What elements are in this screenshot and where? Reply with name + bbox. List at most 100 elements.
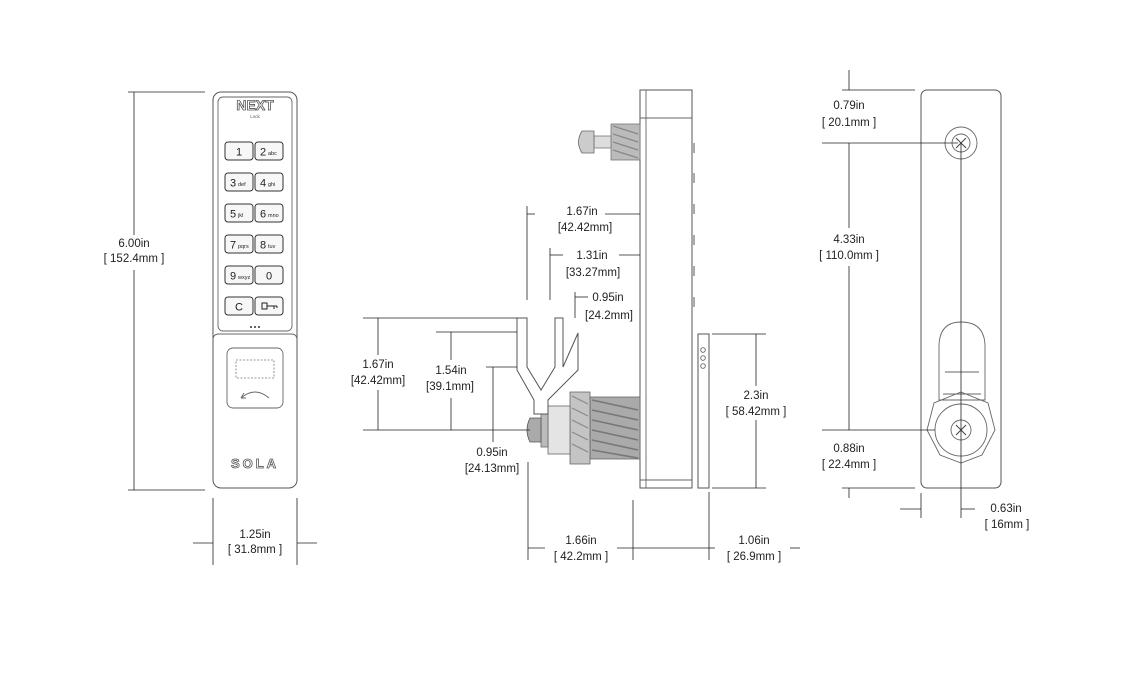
side-d2-in: 1.31in <box>576 250 607 262</box>
key-sublabel: jkl <box>237 213 243 219</box>
key-cap <box>224 203 254 223</box>
key-cap <box>224 172 254 192</box>
side-d8-in: 1.66in <box>565 535 596 547</box>
key-cap <box>254 203 284 223</box>
swipe-arrow-icon <box>240 391 270 399</box>
bottom-logo: SOLA <box>231 456 279 471</box>
key-label: 3 <box>230 178 236 190</box>
back-plate <box>697 333 710 489</box>
back-d2-in: 4.33in <box>833 234 864 246</box>
key-label: 7 <box>230 240 236 252</box>
back-d1-in: 0.79in <box>833 100 864 112</box>
key-cap <box>254 141 284 161</box>
side-housing <box>639 89 693 489</box>
keypad-key: 1 <box>224 141 254 161</box>
key-cap <box>254 172 284 192</box>
side-d2-mm: [33.27mm] <box>566 267 620 279</box>
back-d3-in: 0.88in <box>833 443 864 455</box>
fork-cam <box>516 317 579 415</box>
keypad-key: C <box>224 296 254 316</box>
side-d8-mm: [ 42.2mm ] <box>554 551 608 563</box>
back-d4-in: 0.63in <box>990 503 1021 515</box>
key-sublabel: wxyz <box>237 275 250 281</box>
side-d7-mm: [ 58.42mm ] <box>726 406 787 418</box>
side-d5-mm: [39.1mm] <box>426 381 474 393</box>
back-d3-mm: [ 22.4mm ] <box>822 459 876 471</box>
key-sublabel: tuv <box>268 244 276 250</box>
side-d1-mm: [42.42mm] <box>558 222 612 234</box>
side-d9-mm: [ 26.9mm ] <box>727 551 781 563</box>
side-d1-in: 1.67in <box>566 206 597 218</box>
key-bumps <box>692 143 695 307</box>
key-label: 8 <box>260 240 266 252</box>
led-icon <box>700 363 706 369</box>
front-width-in: 1.25in <box>239 529 270 541</box>
key-label: 5 <box>230 209 236 221</box>
key-sublabel: ghi <box>268 182 275 188</box>
lower-cam-cylinder <box>526 391 641 465</box>
back-view: 0.79in [ 20.1mm ] 4.33in [ 110.0mm ] 0.8… <box>819 70 1029 531</box>
key-label: 9 <box>230 271 236 283</box>
reader-pad <box>226 347 284 409</box>
side-d5-in: 1.54in <box>435 365 466 377</box>
side-view: 1.67in [42.42mm] 1.31in [33.27mm] 0.95in… <box>351 89 800 563</box>
led-icon <box>700 355 706 361</box>
side-d3-in: 0.95in <box>592 292 623 304</box>
key-icon <box>261 302 278 310</box>
key-sublabel: def <box>238 182 246 188</box>
back-d1-mm: [ 20.1mm ] <box>822 117 876 129</box>
panel-divider <box>212 333 298 341</box>
front-height-mm: [ 152.4mm ] <box>104 253 165 265</box>
key-cap <box>224 296 254 316</box>
brand-tagline: Lock <box>250 114 260 119</box>
led-icon <box>700 347 706 353</box>
indicator-dot <box>254 326 256 328</box>
brand-logo: NEXT <box>236 97 274 113</box>
cam-arm <box>938 321 986 401</box>
key-cap <box>224 234 254 254</box>
key-label: C <box>235 302 243 314</box>
swipe-arrowhead-icon <box>240 392 246 399</box>
side-d3-mm: [24.2mm] <box>585 310 633 322</box>
side-d6-mm: [24.13mm] <box>465 463 519 475</box>
key-sublabel: mno <box>268 213 279 219</box>
indicator-dot <box>258 326 260 328</box>
side-d6-in: 0.95in <box>476 447 507 459</box>
key-label: 4 <box>260 178 266 190</box>
key-label: 0 <box>266 271 272 283</box>
front-width-mm: [ 31.8mm ] <box>228 544 282 556</box>
key-sublabel: abc <box>268 151 277 157</box>
reader-display <box>235 359 275 379</box>
key-label: 1 <box>236 147 242 159</box>
side-d7-in: 2.3in <box>744 390 769 402</box>
side-d9-in: 1.06in <box>738 535 769 547</box>
keypad-panel <box>217 96 293 332</box>
side-d4-in: 1.67in <box>362 359 393 371</box>
key-cap <box>224 265 254 285</box>
back-d4-mm: [ 16mm ] <box>985 519 1030 531</box>
back-d2-mm: [ 110.0mm ] <box>819 250 879 262</box>
keypad-key <box>254 296 284 316</box>
keypad-key: 0 <box>254 265 284 285</box>
key-cap <box>254 265 284 285</box>
cam-arm-lines <box>943 371 981 395</box>
side-d4-mm: [42.42mm] <box>351 375 405 387</box>
key-sublabel: pqrs <box>238 244 249 250</box>
key-label: 2 <box>260 147 266 159</box>
upper-screw <box>578 123 641 161</box>
key-cap <box>224 141 254 161</box>
key-label: 6 <box>260 209 266 221</box>
key-cap <box>254 234 284 254</box>
front-height-in: 6.00in <box>118 238 149 250</box>
